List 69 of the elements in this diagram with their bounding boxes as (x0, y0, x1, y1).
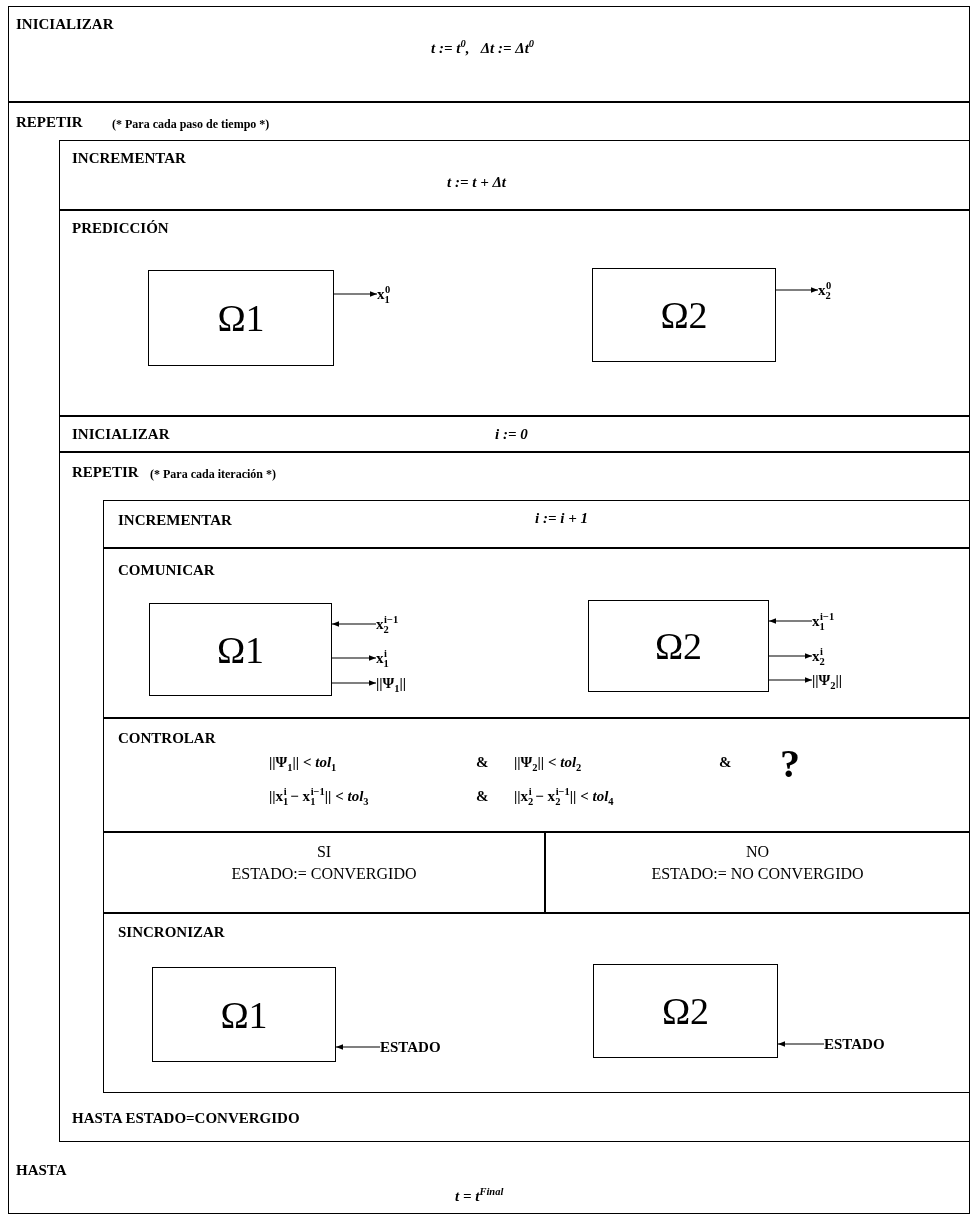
block-title: SINCRONIZAR (118, 923, 225, 942)
arrow (333, 291, 378, 297)
arrow (768, 677, 813, 683)
arrow (777, 1041, 825, 1047)
block-title: HASTA ESTADO=CONVERGIDO (72, 1109, 300, 1128)
block-title: REPETIR (16, 113, 83, 132)
box-label: Ω2 (661, 989, 710, 1033)
block-title: HASTA (16, 1161, 67, 1180)
box-label: Ω1 (216, 627, 265, 672)
arrow (768, 653, 813, 659)
block-title: COMUNICAR (118, 561, 215, 580)
branch-cell (103, 832, 545, 913)
condition: ||Ψ$_{1}$|| < tol$_{1}$ (269, 753, 337, 772)
operator-symbol: & (476, 787, 489, 806)
variable-label: ESTADO (380, 1036, 441, 1058)
variable-label: ||Ψ$_{1}$|| (376, 672, 407, 694)
assignment-text: ESTADO:= NO CONVERGIDO (650, 864, 865, 884)
structogram-block (59, 140, 970, 210)
formula: i := 0 (495, 425, 528, 444)
branch-label: NO (744, 842, 771, 862)
structogram-block (8, 6, 970, 102)
block-title: INCREMENTAR (118, 511, 232, 530)
block-title: CONTROLAR (118, 729, 216, 748)
structogram-block (59, 210, 970, 416)
subdomain-box (588, 600, 769, 692)
arrow (335, 1044, 381, 1050)
block-title: INICIALIZAR (72, 425, 170, 444)
condition: ||x$_{1}$$^{i}$ − x$_{1}$$^{i−1}$|| < tol$_{3}$ (269, 786, 369, 806)
box-label: Ω1 (220, 992, 268, 1037)
block-title: INICIALIZAR (16, 15, 114, 34)
loop-block (8, 102, 970, 1214)
structogram-block (103, 913, 970, 1093)
arrow (331, 680, 377, 686)
formula: i := i + 1 (535, 509, 588, 528)
operator-symbol: & (476, 753, 489, 772)
loop-block (59, 452, 970, 1142)
operator-symbol: & (719, 753, 732, 772)
arrow (331, 655, 377, 661)
branch-label: SI (315, 842, 333, 862)
arrow (775, 287, 819, 293)
block-title: PREDICCIÓN (72, 219, 169, 238)
structogram-block (103, 548, 970, 718)
formula: t = t$^{Final}$ (455, 1186, 504, 1206)
block-title: REPETIR (72, 463, 139, 482)
structogram-block (59, 416, 970, 452)
formula: t := t$^{0}$, Δt := Δt$^{0}$ (431, 38, 535, 58)
box-label: Ω1 (217, 296, 265, 340)
subdomain-box (593, 964, 778, 1058)
variable-label: ESTADO (824, 1033, 885, 1055)
branch-cell (545, 832, 970, 913)
comment-text: (* Para cada paso de tiempo *) (112, 116, 270, 133)
subdomain-box (152, 967, 336, 1062)
condition: ||x$_{2}$$^{i}$ − x$_{2}$$^{i−1}$|| < tol$_{4}$ (514, 786, 614, 806)
arrow (768, 618, 813, 624)
box-label: Ω2 (660, 293, 708, 337)
subdomain-box (592, 268, 776, 362)
question-mark: ? (780, 742, 800, 786)
variable-label: ||Ψ$_{2}$|| (812, 669, 843, 691)
box-label: Ω2 (654, 624, 703, 668)
condition: ||Ψ$_{2}$|| < tol$_{2}$ (514, 753, 582, 772)
subdomain-box (149, 603, 332, 696)
arrow (331, 621, 377, 627)
structogram-block (103, 718, 970, 832)
subdomain-box (148, 270, 334, 366)
assignment-text: ESTADO:= CONVERGIDO (230, 864, 418, 884)
block-title: INCREMENTAR (72, 149, 186, 168)
structogram-block (103, 500, 970, 548)
comment-text: (* Para cada iteración *) (150, 466, 276, 483)
formula: t := t + Δt (447, 173, 506, 192)
